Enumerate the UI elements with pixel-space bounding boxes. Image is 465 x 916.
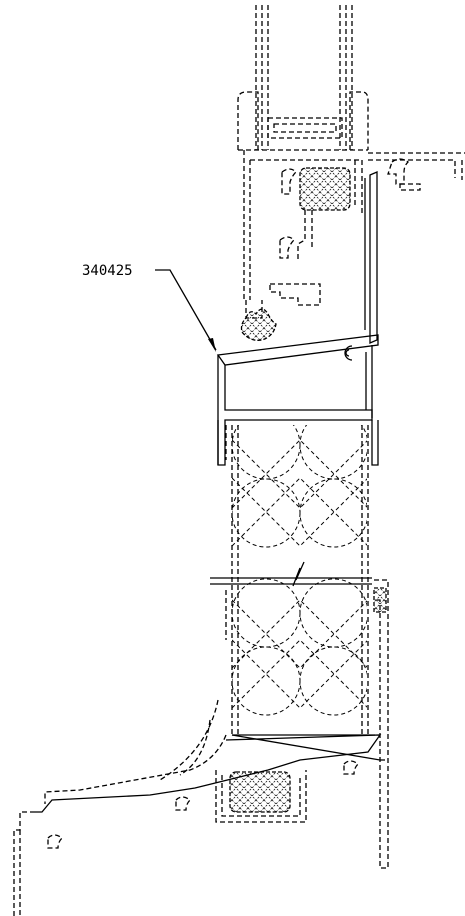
gasket-lower bbox=[229, 771, 291, 813]
glass-panes bbox=[255, 5, 353, 150]
insulated-panel bbox=[210, 425, 372, 735]
weather-strip bbox=[240, 308, 277, 341]
frame-member bbox=[364, 171, 378, 344]
side-trim bbox=[373, 579, 389, 869]
adaptor-profile[interactable] bbox=[216, 334, 379, 466]
outer-flashing bbox=[368, 152, 465, 191]
gasket-upper bbox=[299, 167, 351, 211]
sash-profile bbox=[237, 91, 369, 319]
part-callout: 340425 bbox=[82, 263, 217, 352]
insulation-pattern bbox=[232, 425, 367, 716]
part-number-label: 340425 bbox=[82, 263, 133, 279]
sill-profile bbox=[13, 699, 388, 916]
